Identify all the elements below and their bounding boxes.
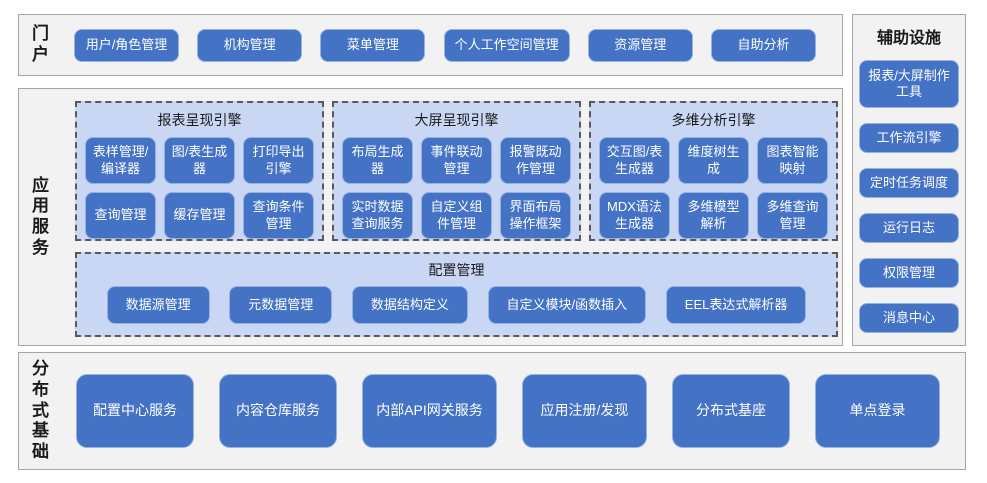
- aux-item-runlog[interactable]: 运行日志: [859, 213, 959, 243]
- report-engine-panel: 报表呈现引擎 表样管理/编译器 图/表生成器 打印导出引擎 查询管理 缓存管理 …: [75, 101, 324, 241]
- engine-item[interactable]: 多维模型解析: [678, 192, 749, 239]
- report-engine-title: 报表呈现引擎: [157, 112, 242, 128]
- config-item[interactable]: 数据源管理: [106, 286, 210, 324]
- dist-item-sso[interactable]: 单点登录: [815, 374, 940, 448]
- engine-item[interactable]: 查询条件管理: [243, 192, 314, 239]
- bigscreen-engine-panel: 大屏呈现引擎 布局生成器 事件联动管理 报警既动作管理 实时数据查询服务 自定义…: [332, 101, 581, 241]
- aux-item-report-tool[interactable]: 报表/大屏制作工具: [859, 60, 959, 108]
- distributed-section-label: 分布式基础: [32, 359, 49, 462]
- engine-item[interactable]: 界面布局操作框架: [500, 192, 571, 239]
- bigscreen-engine-title: 大屏呈现引擎: [414, 112, 499, 128]
- engine-item[interactable]: 布局生成器: [342, 137, 413, 184]
- aux-item-message-center[interactable]: 消息中心: [859, 303, 959, 333]
- portal-item-user-role[interactable]: 用户/角色管理: [74, 28, 179, 62]
- portal-item-workspace[interactable]: 个人工作空间管理: [443, 28, 570, 62]
- aux-item-workflow[interactable]: 工作流引擎: [859, 123, 959, 153]
- config-item[interactable]: 元数据管理: [229, 286, 333, 324]
- portal-section-label: 门户: [32, 24, 49, 64]
- engine-item[interactable]: 交互图/表生成器: [599, 137, 670, 184]
- engines-row: 报表呈现引擎 表样管理/编译器 图/表生成器 打印导出引擎 查询管理 缓存管理 …: [75, 101, 838, 241]
- auxiliary-buttons-column: 报表/大屏制作工具 工作流引擎 定时任务调度 运行日志 权限管理 消息中心: [859, 60, 959, 333]
- portal-item-resource[interactable]: 资源管理: [587, 28, 693, 62]
- auxiliary-section-title: 辅助设施: [876, 30, 941, 47]
- app-services-section-label: 应用服务: [32, 175, 49, 257]
- engine-item[interactable]: 图表智能映射: [757, 137, 828, 184]
- auxiliary-section: 辅助设施 报表/大屏制作工具 工作流引擎 定时任务调度 运行日志 权限管理 消息…: [852, 14, 966, 346]
- engine-item[interactable]: MDX语法生成器: [599, 192, 670, 239]
- portal-item-selfservice[interactable]: 自助分析: [710, 28, 816, 62]
- engine-item[interactable]: 缓存管理: [164, 192, 235, 239]
- distributed-buttons-row: 配置中心服务 内容仓库服务 内部API网关服务 应用注册/发现 分布式基座 单点…: [49, 374, 965, 448]
- dist-item-app-registry[interactable]: 应用注册/发现: [522, 374, 647, 448]
- portal-section: 门户 用户/角色管理 机构管理 菜单管理 个人工作空间管理 资源管理 自助分析: [18, 14, 843, 76]
- engine-item[interactable]: 报警既动作管理: [500, 137, 571, 184]
- report-engine-grid: 表样管理/编译器 图/表生成器 打印导出引擎 查询管理 缓存管理 查询条件管理: [85, 137, 314, 239]
- portal-item-menu[interactable]: 菜单管理: [320, 28, 426, 62]
- bigscreen-engine-grid: 布局生成器 事件联动管理 报警既动作管理 实时数据查询服务 自定义组件管理 界面…: [342, 137, 571, 239]
- engine-item[interactable]: 自定义组件管理: [421, 192, 492, 239]
- engine-item[interactable]: 打印导出引擎: [243, 137, 314, 184]
- aux-item-scheduler[interactable]: 定时任务调度: [859, 168, 959, 198]
- olap-engine-panel: 多维分析引擎 交互图/表生成器 维度树生成 图表智能映射 MDX语法生成器 多维…: [589, 101, 838, 241]
- engine-item[interactable]: 维度树生成: [678, 137, 749, 184]
- engine-item[interactable]: 查询管理: [85, 192, 156, 239]
- dist-item-distributed-base[interactable]: 分布式基座: [672, 374, 790, 448]
- app-services-content: 报表呈现引擎 表样管理/编译器 图/表生成器 打印导出引擎 查询管理 缓存管理 …: [49, 87, 842, 347]
- config-item[interactable]: 数据结构定义: [351, 286, 468, 324]
- app-services-section: 应用服务 报表呈现引擎 表样管理/编译器 图/表生成器 打印导出引擎 查询管理 …: [18, 88, 843, 346]
- engine-item[interactable]: 表样管理/编译器: [85, 137, 156, 184]
- aux-item-permission[interactable]: 权限管理: [859, 258, 959, 288]
- portal-item-org[interactable]: 机构管理: [197, 28, 303, 62]
- config-mgmt-row: 数据源管理 元数据管理 数据结构定义 自定义模块/函数插入 EEL表达式解析器: [87, 286, 826, 324]
- olap-engine-title: 多维分析引擎: [671, 112, 756, 128]
- config-item[interactable]: 自定义模块/函数插入: [487, 286, 647, 324]
- config-mgmt-panel: 配置管理 数据源管理 元数据管理 数据结构定义 自定义模块/函数插入 EEL表达…: [75, 252, 838, 337]
- dist-item-config-center[interactable]: 配置中心服务: [76, 374, 194, 448]
- olap-engine-grid: 交互图/表生成器 维度树生成 图表智能映射 MDX语法生成器 多维模型解析 多维…: [599, 137, 828, 239]
- config-mgmt-title: 配置管理: [428, 262, 485, 278]
- dist-item-api-gateway[interactable]: 内部API网关服务: [362, 374, 497, 448]
- engine-item[interactable]: 实时数据查询服务: [342, 192, 413, 239]
- dist-item-content-repo[interactable]: 内容仓库服务: [219, 374, 337, 448]
- portal-buttons-row: 用户/角色管理 机构管理 菜单管理 个人工作空间管理 资源管理 自助分析: [49, 28, 842, 62]
- engine-item[interactable]: 多维查询管理: [757, 192, 828, 239]
- distributed-foundation-section: 分布式基础 配置中心服务 内容仓库服务 内部API网关服务 应用注册/发现 分布…: [18, 352, 966, 470]
- engine-item[interactable]: 图/表生成器: [164, 137, 235, 184]
- config-item[interactable]: EEL表达式解析器: [665, 286, 807, 324]
- engine-item[interactable]: 事件联动管理: [421, 137, 492, 184]
